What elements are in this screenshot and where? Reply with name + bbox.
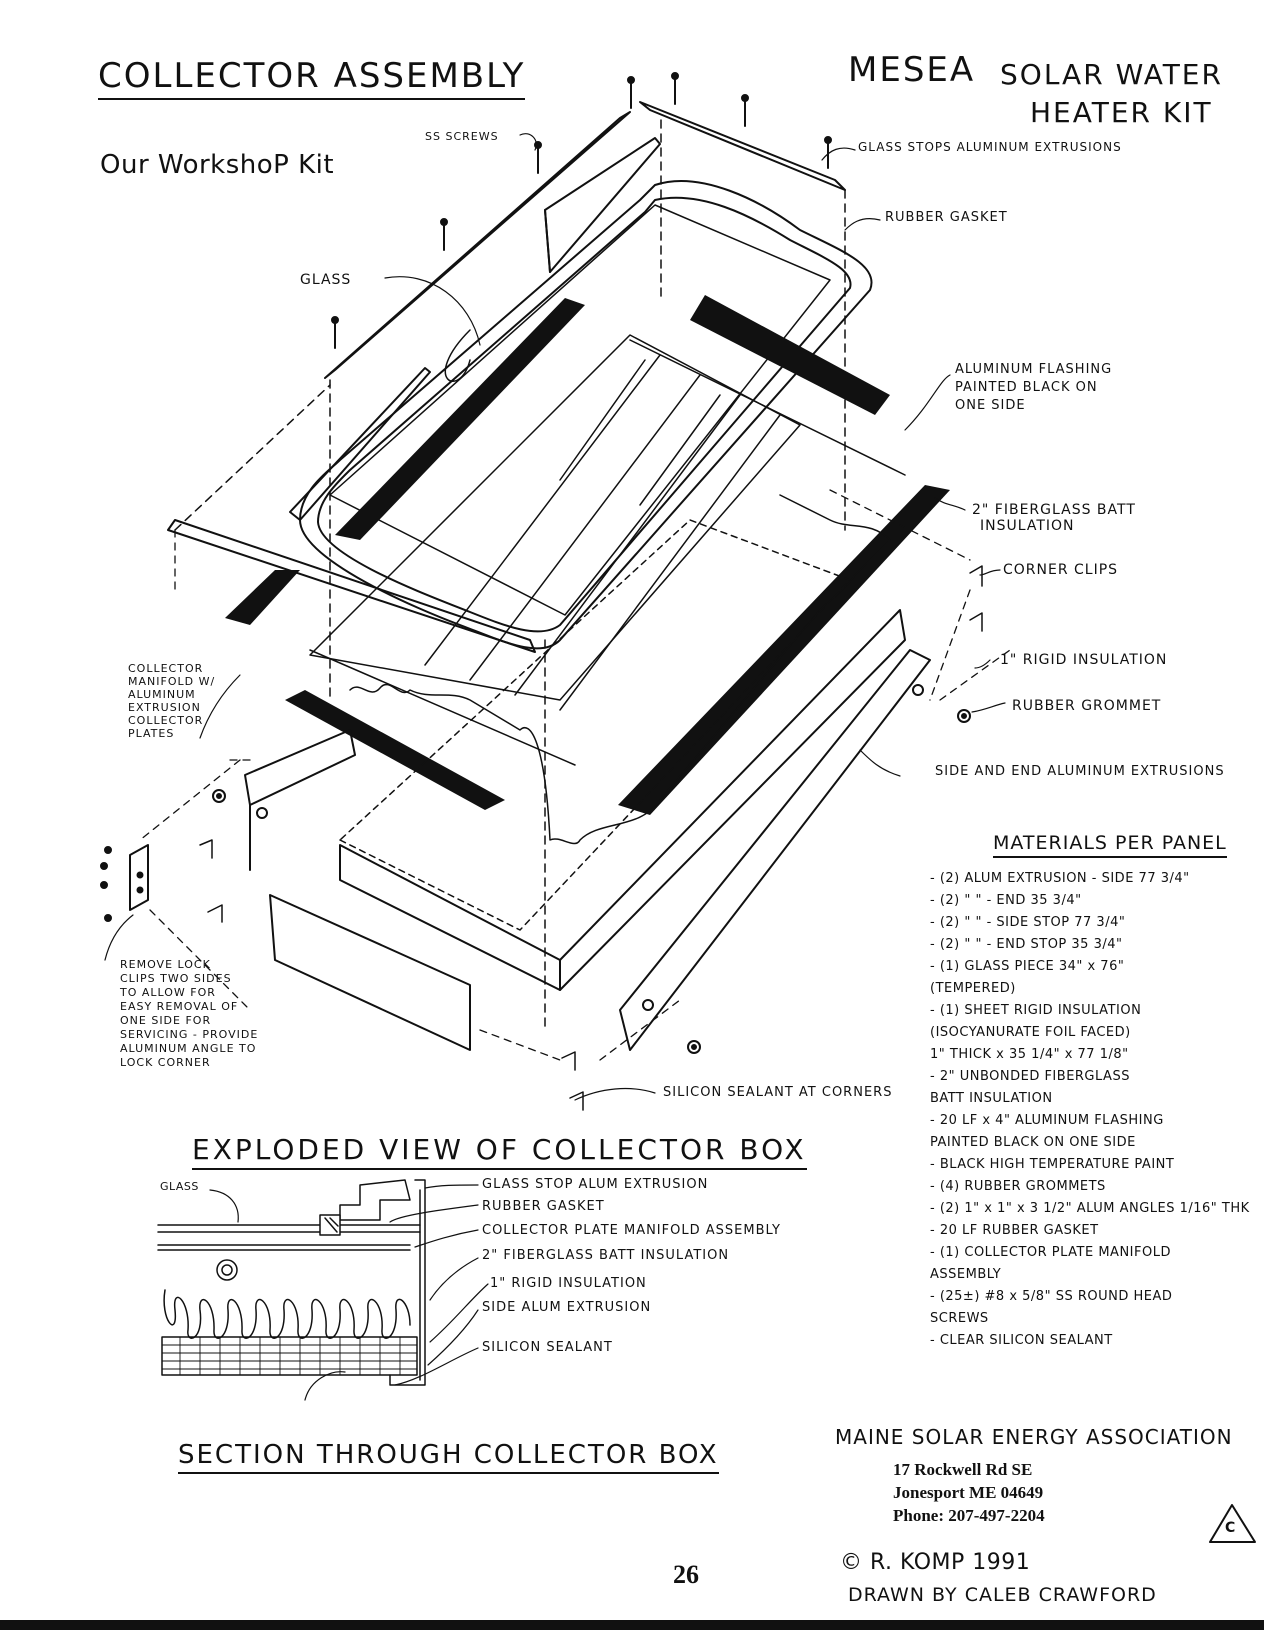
list-item: - 20 LF RUBBER GASKET [930,1223,1099,1238]
label-batt-1: 2" FIBERGLASS BATT [972,502,1136,518]
list-item: - (1) SHEET RIGID INSULATION [930,1003,1142,1018]
title-heater-kit: HEATER KIT [1030,96,1213,129]
list-item: - (1) GLASS PIECE 34" x 76" [930,959,1125,974]
label-remove-lock-clips: REMOVE LOCK CLIPS TWO SIDES TO ALLOW FOR… [120,958,259,1069]
org-address-2: Jonesport ME 04649 [893,1483,1044,1502]
section-callout-side-extrusion: SIDE ALUM EXTRUSION [482,1300,652,1315]
label-corner-clips: CORNER CLIPS [1003,562,1119,578]
section-callout-glass-stop: GLASS STOP ALUM EXTRUSION [482,1177,709,1192]
list-item: - (2) ALUM EXTRUSION - SIDE 77 3/4" [930,871,1190,886]
label-rigid-insulation: 1" RIGID INSULATION [1000,652,1168,668]
materials-list: - (2) ALUM EXTRUSION - SIDE 77 3/4" - (2… [930,868,1260,1352]
fiberglass-batt [349,494,891,845]
collector-plate-assembly [309,334,906,766]
list-item: - (25±) #8 x 5/8" SS ROUND HEAD [930,1289,1173,1304]
list-item: - 2" UNBONDED FIBERGLASS [930,1069,1130,1084]
list-item: - 20 LF x 4" ALUMINUM FLASHING [930,1113,1164,1128]
collector-box [244,519,931,1051]
copyright-mark: C [1225,1520,1236,1536]
lock-clip-icon [100,844,149,922]
copyright-line: © R. KOMP 1991 [840,1550,1031,1575]
label-flashing-2: PAINTED BLACK ON [955,380,1098,395]
materials-title: MATERIALS PER PANEL [993,832,1227,858]
org-name: MAINE SOLAR ENERGY ASSOCIATION [835,1425,1233,1449]
list-item: - (4) RUBBER GROMMETS [930,1179,1106,1194]
exploded-view-title: EXPLODED VIEW OF COLLECTOR BOX [192,1133,807,1170]
label-flashing-3: ONE SIDE [955,398,1026,413]
rubber-grommet-icons [212,709,971,1054]
section-callout-rubber-gasket: RUBBER GASKET [482,1199,605,1214]
section-callout-silicon: SILICON SEALANT [482,1340,613,1355]
label-manifold: COLLECTOR MANIFOLD W/ ALUMINUM EXTRUSION… [128,662,216,740]
list-item: BATT INSULATION [930,1091,1053,1106]
org-address-1: 17 Rockwell Rd SE [893,1460,1033,1479]
list-item: - CLEAR SILICON SEALANT [930,1333,1113,1348]
list-item: (ISOCYANURATE FOIL FACED) [930,1025,1131,1040]
org-phone: Phone: 207-497-2204 [893,1506,1045,1525]
subtitle-workshop-kit: Our WorkshoP Kit [100,150,335,180]
label-silicon-corners: SILICON SEALANT AT CORNERS [663,1085,893,1100]
list-item: SCREWS [930,1311,989,1326]
title-solar-water: SOLAR WATER [1000,58,1223,91]
label-ss-screws: SS SCREWS [425,130,499,143]
title-collector-assembly: COLLECTOR ASSEMBLY [98,56,526,100]
drawn-by-line: DRAWN BY CALEB CRAWFORD [848,1584,1157,1606]
rubber-gasket-ring [299,180,873,650]
label-flashing-1: ALUMINUM FLASHING [955,362,1113,377]
section-view [157,1179,489,1401]
label-batt-2: INSULATION [980,518,1075,534]
list-item: - (2) " " - END 35 3/4" [930,893,1082,908]
label-glass: GLASS [300,272,352,288]
section-callout-manifold: COLLECTOR PLATE MANIFOLD ASSEMBLY [482,1223,781,1238]
label-side-end-extrusions: SIDE AND END ALUMINUM EXTRUSIONS [935,764,1225,779]
list-item: - (2) " " - SIDE STOP 77 3/4" [930,915,1126,930]
corner-clips [199,565,983,1111]
list-item: PAINTED BLACK ON ONE SIDE [930,1135,1136,1150]
page-bottom-rule [0,1620,1264,1630]
section-callout-rigid: 1" RIGID INSULATION [490,1276,647,1291]
list-item: - (2) " " - END STOP 35 3/4" [930,937,1123,952]
list-item: (TEMPERED) [930,981,1016,996]
title-mesea: MESEA [848,50,976,90]
ss-screw-icons [331,72,832,349]
list-item: - (2) 1" x 1" x 3 1/2" ALUM ANGLES 1/16"… [930,1201,1250,1216]
label-rubber-gasket: RUBBER GASKET [885,210,1008,225]
glass-pane [329,204,831,616]
section-title: SECTION THROUGH COLLECTOR BOX [178,1440,719,1474]
label-glass-stops: GLASS STOPS ALUMINUM EXTRUSIONS [858,140,1122,154]
copyright-triangle-icon [1209,1504,1256,1543]
list-item: ASSEMBLY [930,1267,1002,1282]
list-item: 1" THICK x 35 1/4" x 77 1/8" [930,1047,1129,1062]
label-rubber-grommet: RUBBER GROMMET [1012,698,1162,714]
list-item: - BLACK HIGH TEMPERATURE PAINT [930,1157,1175,1172]
page-number: 26 [673,1560,699,1589]
section-label-glass: GLASS [160,1180,199,1193]
section-callout-batt: 2" FIBERGLASS BATT INSULATION [482,1248,730,1263]
list-item: - (1) COLLECTOR PLATE MANIFOLD [930,1245,1171,1260]
